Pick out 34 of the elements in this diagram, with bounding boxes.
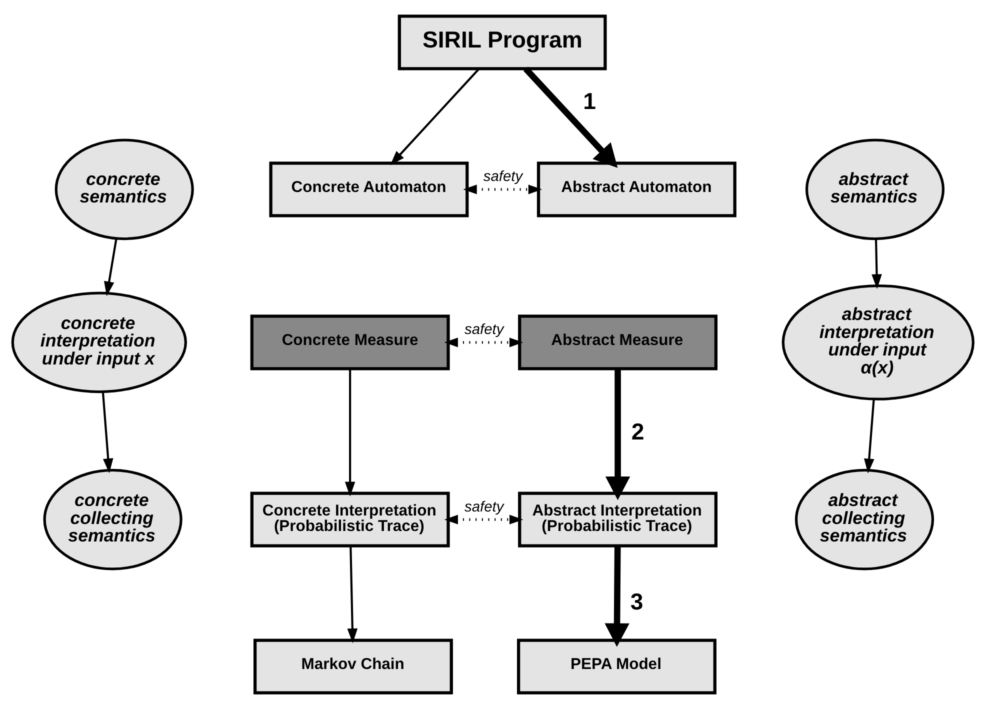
node-ellipse: abstract collecting semantics — [794, 468, 934, 570]
node-box: Abstract Automaton — [536, 161, 736, 217]
edge-label: 2 — [631, 418, 644, 444]
arrow — [347, 545, 358, 643]
arrow — [604, 545, 630, 646]
edge-label: safety — [464, 322, 504, 338]
arrow — [390, 68, 480, 165]
arrow — [463, 184, 542, 194]
node-ellipse: concrete interpretation under input x — [11, 291, 187, 393]
arrow — [864, 398, 875, 473]
arrow — [444, 514, 524, 524]
edge-label: safety — [483, 168, 523, 185]
node-box: PEPA Model — [517, 638, 716, 694]
arrow — [872, 238, 882, 288]
node-ellipse: abstract semantics — [805, 138, 945, 240]
arrow — [104, 238, 118, 296]
arrow — [523, 66, 618, 168]
node-box: Abstract Measure — [518, 314, 718, 370]
node-box: Concrete Measure — [250, 314, 450, 370]
node-box: SIRIL Program — [398, 14, 607, 70]
node-box: Markov Chain — [253, 638, 453, 694]
node-box: Concrete Interpretation (Probabilistic Trace) — [250, 491, 450, 547]
edge-label: 3 — [630, 588, 644, 614]
node-ellipse: concrete semantics — [54, 138, 194, 240]
edge-label: safety — [464, 498, 504, 515]
node-box: Abstract Interpretation (Probabilistic Trace) — [518, 491, 718, 547]
arrow — [605, 368, 630, 500]
node-box: Concrete Automaton — [269, 161, 469, 217]
arrow — [102, 391, 114, 473]
node-ellipse: abstract interpretation under input α(x) — [782, 284, 974, 400]
arrow — [444, 337, 524, 347]
node-ellipse: concrete collecting semantics — [43, 468, 182, 570]
arrow — [344, 368, 356, 496]
edge-label: 1 — [583, 88, 596, 114]
